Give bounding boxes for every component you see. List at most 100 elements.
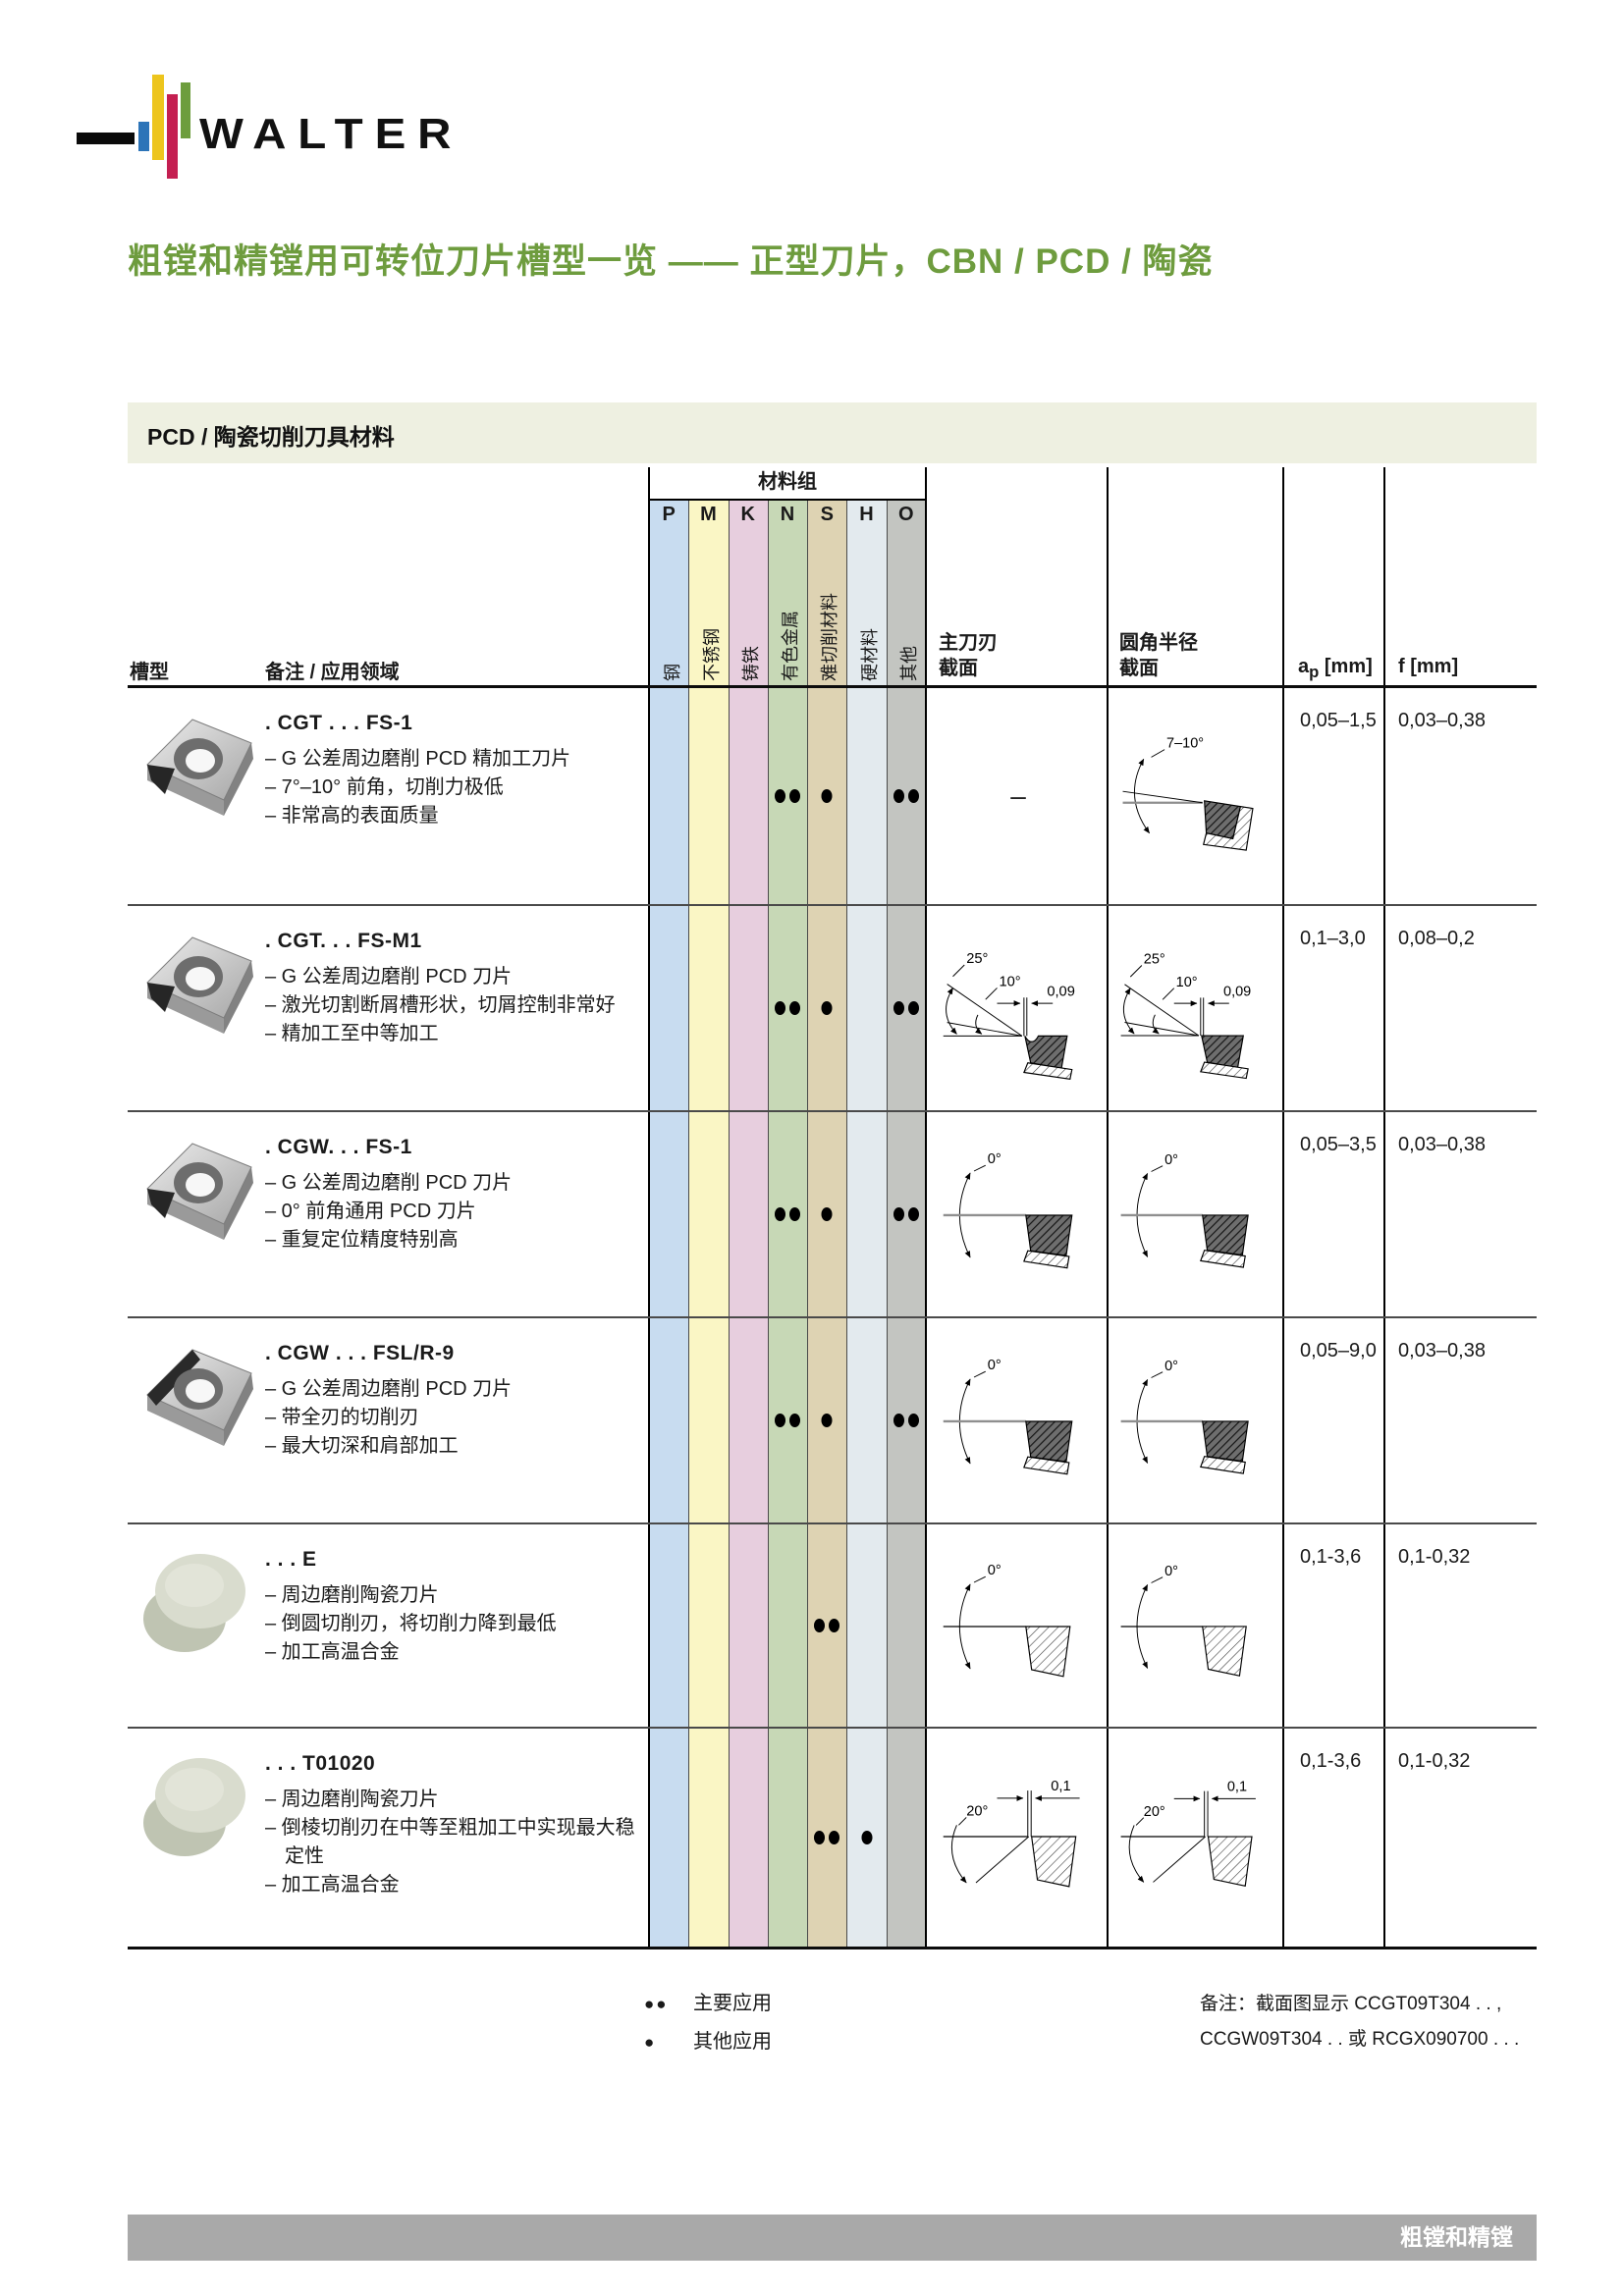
corner-radius-cell: 25° 10° 0,09 bbox=[1110, 906, 1280, 1110]
application-dots-S bbox=[822, 789, 833, 803]
material-label-nonferrous: 有色金属 bbox=[781, 611, 800, 681]
corner-radius-cell: 0° bbox=[1110, 1318, 1280, 1522]
logo-wordmark: WALTER bbox=[199, 110, 463, 158]
material-column-H bbox=[846, 499, 888, 1949]
material-letter-S: S bbox=[820, 504, 834, 525]
no-diagram-dash: – bbox=[1010, 780, 1026, 811]
section-header-label: PCD / 陶瓷切削刀具材料 bbox=[147, 424, 395, 450]
table-row: . . . T01020 – 周边磨削陶瓷刀片 – 倒棱切削刃在中等至粗加工中实… bbox=[128, 1729, 1537, 1947]
divider bbox=[128, 1947, 1537, 1949]
material-label-other: 其他 bbox=[899, 646, 919, 681]
corner-radius-header: 圆角半径 截面 bbox=[1119, 632, 1198, 679]
notes-header: 备注 / 应用领域 bbox=[265, 662, 400, 683]
svg-text:0°: 0° bbox=[1164, 1564, 1178, 1579]
f-value: 0,1-0,32 bbox=[1398, 1546, 1471, 1568]
material-letter-P: P bbox=[662, 504, 676, 525]
application-dots-H bbox=[861, 1831, 872, 1844]
table-row: . CGT . . . FS-1 – G 公差周边磨削 PCD 精加工刀片 – … bbox=[128, 688, 1537, 904]
divider bbox=[128, 1110, 1537, 1112]
ap-value: 0,05–9,0 bbox=[1300, 1340, 1377, 1362]
corner-radius-cell: 0,1 20° bbox=[1110, 1729, 1280, 1947]
svg-text:7–10°: 7–10° bbox=[1166, 736, 1204, 752]
main-edge-cell: – bbox=[931, 688, 1106, 904]
ap-value: 0,1-3,6 bbox=[1300, 1546, 1362, 1568]
section-header-bar: PCD / 陶瓷切削刀具材料 bbox=[128, 402, 1537, 463]
material-letter-O: O bbox=[898, 504, 914, 525]
svg-text:20°: 20° bbox=[966, 1804, 988, 1820]
divider bbox=[128, 1522, 1537, 1524]
divider bbox=[1383, 467, 1385, 1949]
ap-value: 0,05–3,5 bbox=[1300, 1134, 1377, 1155]
insert-photo bbox=[130, 710, 267, 826]
application-dots-S bbox=[814, 1831, 839, 1844]
material-label-stainless: 不锈钢 bbox=[702, 628, 722, 681]
application-dots bbox=[649, 1729, 926, 1947]
corner-radius-diagram: 0° bbox=[1120, 1359, 1249, 1474]
divider bbox=[649, 499, 926, 501]
material-label-steel: 钢 bbox=[663, 664, 682, 681]
main-edge-cell: 0° bbox=[931, 1112, 1106, 1316]
application-dots-O bbox=[893, 1207, 919, 1221]
corner-radius-cell: 0° bbox=[1110, 1112, 1280, 1316]
corner-radius-diagram: 0,1 20° bbox=[1120, 1780, 1256, 1887]
table-row: . CGW. . . FS-1 – G 公差周边磨削 PCD 刀片 – 0° 前… bbox=[128, 1112, 1537, 1316]
application-dots-S bbox=[822, 1207, 833, 1221]
corner-radius-diagram: 25° 10° 0,09 bbox=[1120, 952, 1251, 1080]
corner-radius-cell: 0° bbox=[1110, 1524, 1280, 1727]
svg-text:0°: 0° bbox=[988, 1563, 1001, 1578]
material-letter-N: N bbox=[780, 504, 795, 525]
application-dots-N bbox=[775, 1414, 800, 1427]
svg-text:10°: 10° bbox=[1176, 975, 1198, 990]
application-dots-N bbox=[775, 1207, 800, 1221]
main-edge-diagram: 25° 10° 0,09 bbox=[943, 951, 1075, 1081]
ap-header: ap [mm] bbox=[1298, 656, 1373, 681]
table-row: . . . E – 周边磨削陶瓷刀片 – 倒圆切削刃，将切削力降到最低 – 加工… bbox=[128, 1524, 1537, 1727]
application-dots-S bbox=[822, 1414, 833, 1427]
insert-photo bbox=[130, 1750, 267, 1866]
main-edge-header: 主刀刃 截面 bbox=[939, 632, 998, 679]
svg-text:0,09: 0,09 bbox=[1047, 984, 1075, 999]
svg-text:0,09: 0,09 bbox=[1223, 984, 1251, 999]
material-column-K bbox=[728, 499, 769, 1949]
f-value: 0,03–0,38 bbox=[1398, 1134, 1486, 1155]
svg-text:0°: 0° bbox=[988, 1151, 1001, 1167]
logo-bar-green bbox=[181, 82, 190, 138]
geometry-name: . . . E bbox=[265, 1548, 317, 1571]
geometry-name: . CGT . . . FS-1 bbox=[265, 712, 413, 734]
divider bbox=[128, 1316, 1537, 1318]
svg-text:0°: 0° bbox=[1164, 1359, 1178, 1374]
svg-text:10°: 10° bbox=[999, 975, 1020, 990]
corner-radius-cell: 7–10° bbox=[1110, 688, 1280, 904]
svg-text:0°: 0° bbox=[1164, 1152, 1178, 1168]
legend-minor: ●其他应用 bbox=[644, 2023, 772, 2061]
main-edge-diagram: 0,1 20° bbox=[943, 1779, 1080, 1888]
material-group-header: 材料组 bbox=[758, 471, 817, 493]
geometry-name: . CGW . . . FSL/R-9 bbox=[265, 1342, 455, 1364]
geometry-name: . . . T01020 bbox=[265, 1752, 376, 1775]
main-edge-cell: 0° bbox=[931, 1318, 1106, 1522]
logo-bar-blue bbox=[138, 122, 149, 151]
application-dots bbox=[649, 1112, 926, 1316]
svg-text:25°: 25° bbox=[966, 951, 988, 967]
geometry-notes: – 周边磨削陶瓷刀片 – 倒棱切削刃在中等至粗加工中实现最大稳定性 – 加工高温… bbox=[265, 1789, 635, 1896]
material-label-difficult: 难切削材料 bbox=[820, 593, 839, 681]
legend-major-label: 主要应用 bbox=[693, 1993, 772, 2014]
f-value: 0,08–0,2 bbox=[1398, 928, 1475, 949]
application-dots-O bbox=[893, 1001, 919, 1015]
ap-value: 0,1-3,6 bbox=[1300, 1750, 1362, 1772]
main-edge-diagram: 0° bbox=[943, 1358, 1073, 1475]
material-label-hard: 硬材料 bbox=[860, 628, 880, 681]
application-dots bbox=[649, 688, 926, 904]
corner-radius-diagram: 7–10° bbox=[1122, 736, 1254, 851]
application-dots bbox=[649, 1524, 926, 1727]
application-dots-N bbox=[775, 1001, 800, 1015]
main-edge-cell: 0,1 20° bbox=[931, 1729, 1106, 1947]
f-value: 0,03–0,38 bbox=[1398, 710, 1486, 731]
footnote: 备注：截面图显示 CCGT09T304 . . , CCGW09T304 . .… bbox=[1200, 1987, 1519, 2057]
logo-bar-red bbox=[167, 94, 178, 179]
groove-header: 槽型 bbox=[130, 662, 169, 683]
application-dots bbox=[649, 1318, 926, 1522]
geometry-name: . CGW. . . FS-1 bbox=[265, 1136, 412, 1158]
legend-minor-label: 其他应用 bbox=[693, 2031, 772, 2053]
